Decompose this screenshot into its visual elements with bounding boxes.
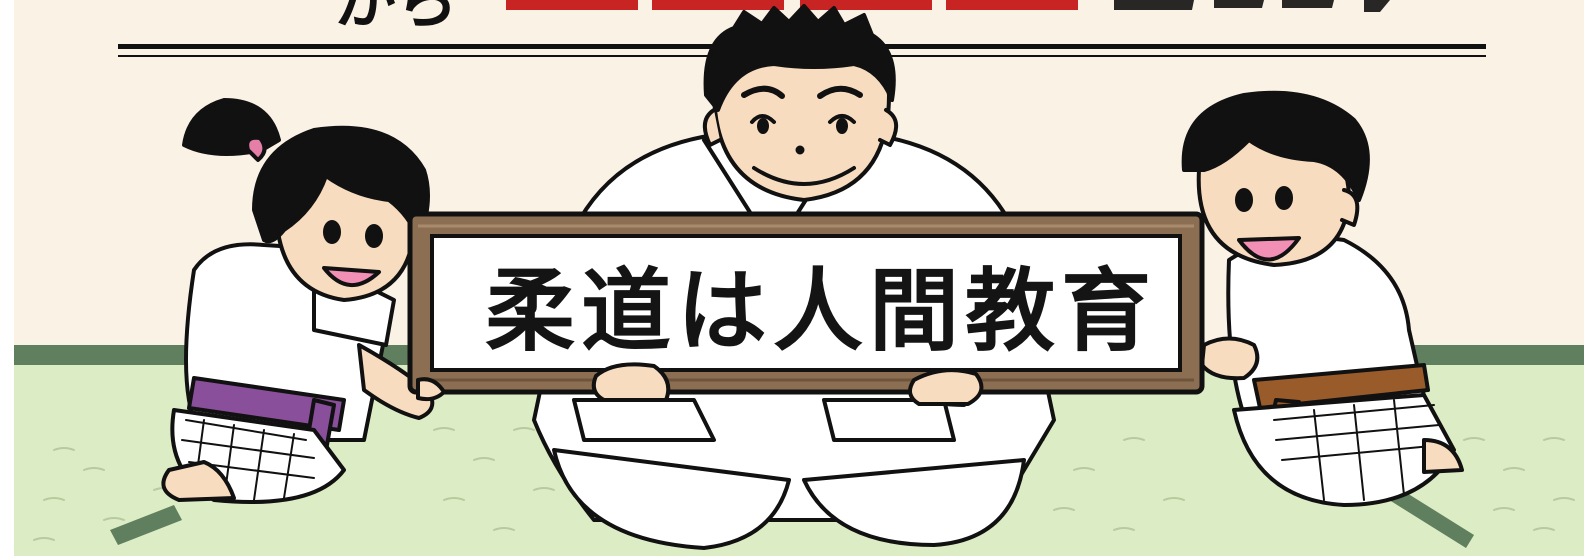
boy-judoka-brown-belt bbox=[1181, 90, 1464, 507]
title-red-blocks bbox=[506, 0, 1390, 12]
title-fragment: から bbox=[334, 0, 459, 37]
sign-frame bbox=[407, 211, 1205, 395]
sensei-hands-front bbox=[416, 362, 984, 406]
girl-judoka-purple-belt bbox=[161, 98, 435, 504]
tatami-seams bbox=[110, 485, 1474, 548]
sign-text: 柔道は人間教育 bbox=[485, 258, 1157, 364]
judo-illustration-panel: から 柔道は人間教育 bbox=[14, 0, 1584, 556]
judo-illustration bbox=[33, 0, 1575, 550]
